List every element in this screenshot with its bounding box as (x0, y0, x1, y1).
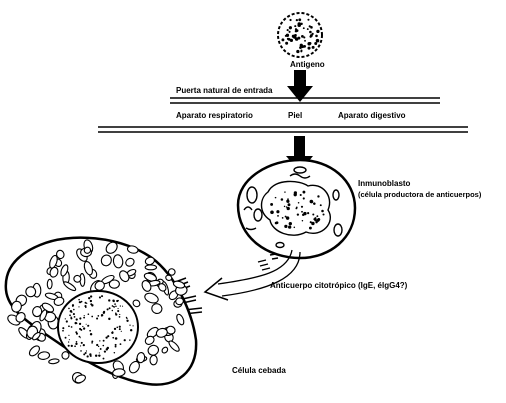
antigen-label: Antigeno (290, 60, 325, 69)
immunoblast-cell (238, 160, 355, 258)
mast-cell-label: Célula cebada (232, 366, 286, 375)
immunoblast-sublabel: (célula productora de anticuerpos) (358, 190, 482, 199)
antigen-particle (278, 13, 322, 57)
digestive-label: Aparato digestivo (338, 111, 406, 120)
mast-cell (6, 238, 196, 386)
entry-label: Puerta natural de entrada (176, 86, 273, 95)
skin-label: Piel (288, 111, 302, 120)
respiratory-label: Aparato respiratorio (176, 111, 253, 120)
immunoblast-label: Inmunoblasto (358, 179, 411, 188)
antibody-label: Anticuerpo citotrópico (IgE, élgG4?) (270, 281, 408, 290)
entry-barrier (98, 98, 468, 132)
